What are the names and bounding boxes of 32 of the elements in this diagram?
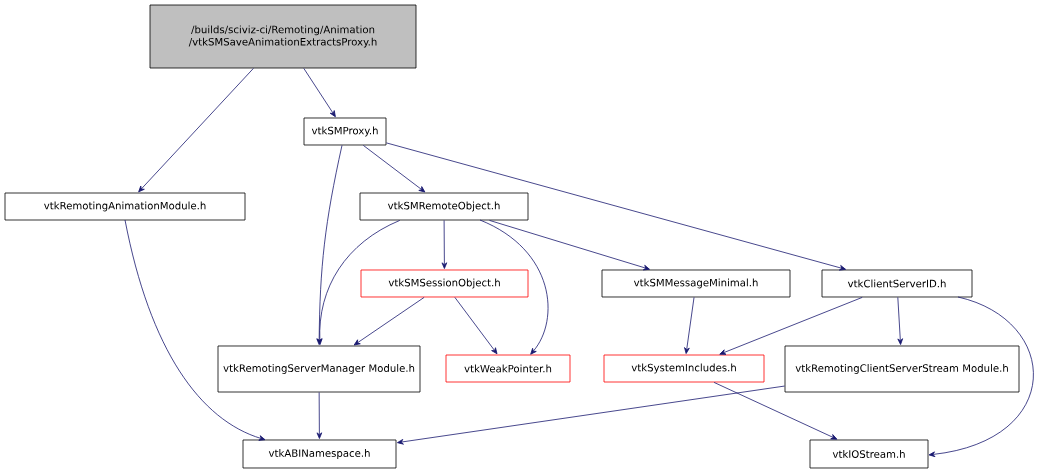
file-box: vtkRemotingClientServerStream Module.h	[784, 345, 1020, 393]
file-box: vtkWeakPointer.h	[445, 354, 571, 383]
include-arrow	[897, 297, 904, 345]
include-arrow	[124, 219, 266, 441]
include-arrow	[138, 68, 254, 193]
file-box: vtkClientServerID.h	[821, 269, 973, 298]
include-arrow	[713, 382, 838, 440]
include-arrow	[303, 68, 336, 118]
file-box: vtkRemotingServerManager Module.h	[217, 345, 421, 393]
file-box: vtkRemotingAnimationModule.h	[4, 192, 246, 221]
include-arrow	[397, 385, 785, 445]
include-arrow	[719, 297, 863, 355]
file-box: vtkSMSessionObject.h	[360, 269, 529, 298]
header-file-box: /builds/sciviz-ci/Remoting/Animation /vtkSMSaveAnimationExtractsProxy.h	[149, 4, 417, 69]
file-box: vtkSMProxy.h	[303, 117, 387, 146]
file-box: vtkABINamespace.h	[242, 439, 397, 469]
include-arrow	[928, 296, 1034, 458]
include-arrow	[684, 297, 695, 354]
file-box: vtkIOStream.h	[809, 439, 929, 469]
include-arrow	[362, 145, 426, 193]
include-arrow	[316, 392, 323, 439]
include-arrow	[489, 220, 650, 271]
include-arrow	[454, 297, 498, 355]
file-box: vtkSMRemoteObject.h	[359, 192, 529, 221]
include-arrow	[441, 220, 448, 269]
include-arrow	[316, 220, 401, 345]
include-arrow	[479, 219, 549, 355]
include-arrow	[386, 142, 846, 271]
file-box: vtkSystemIncludes.h	[603, 354, 765, 383]
file-box: vtkSMMessageMinimal.h	[601, 269, 791, 298]
include-arrow	[353, 297, 425, 346]
include-arrow	[316, 145, 343, 345]
